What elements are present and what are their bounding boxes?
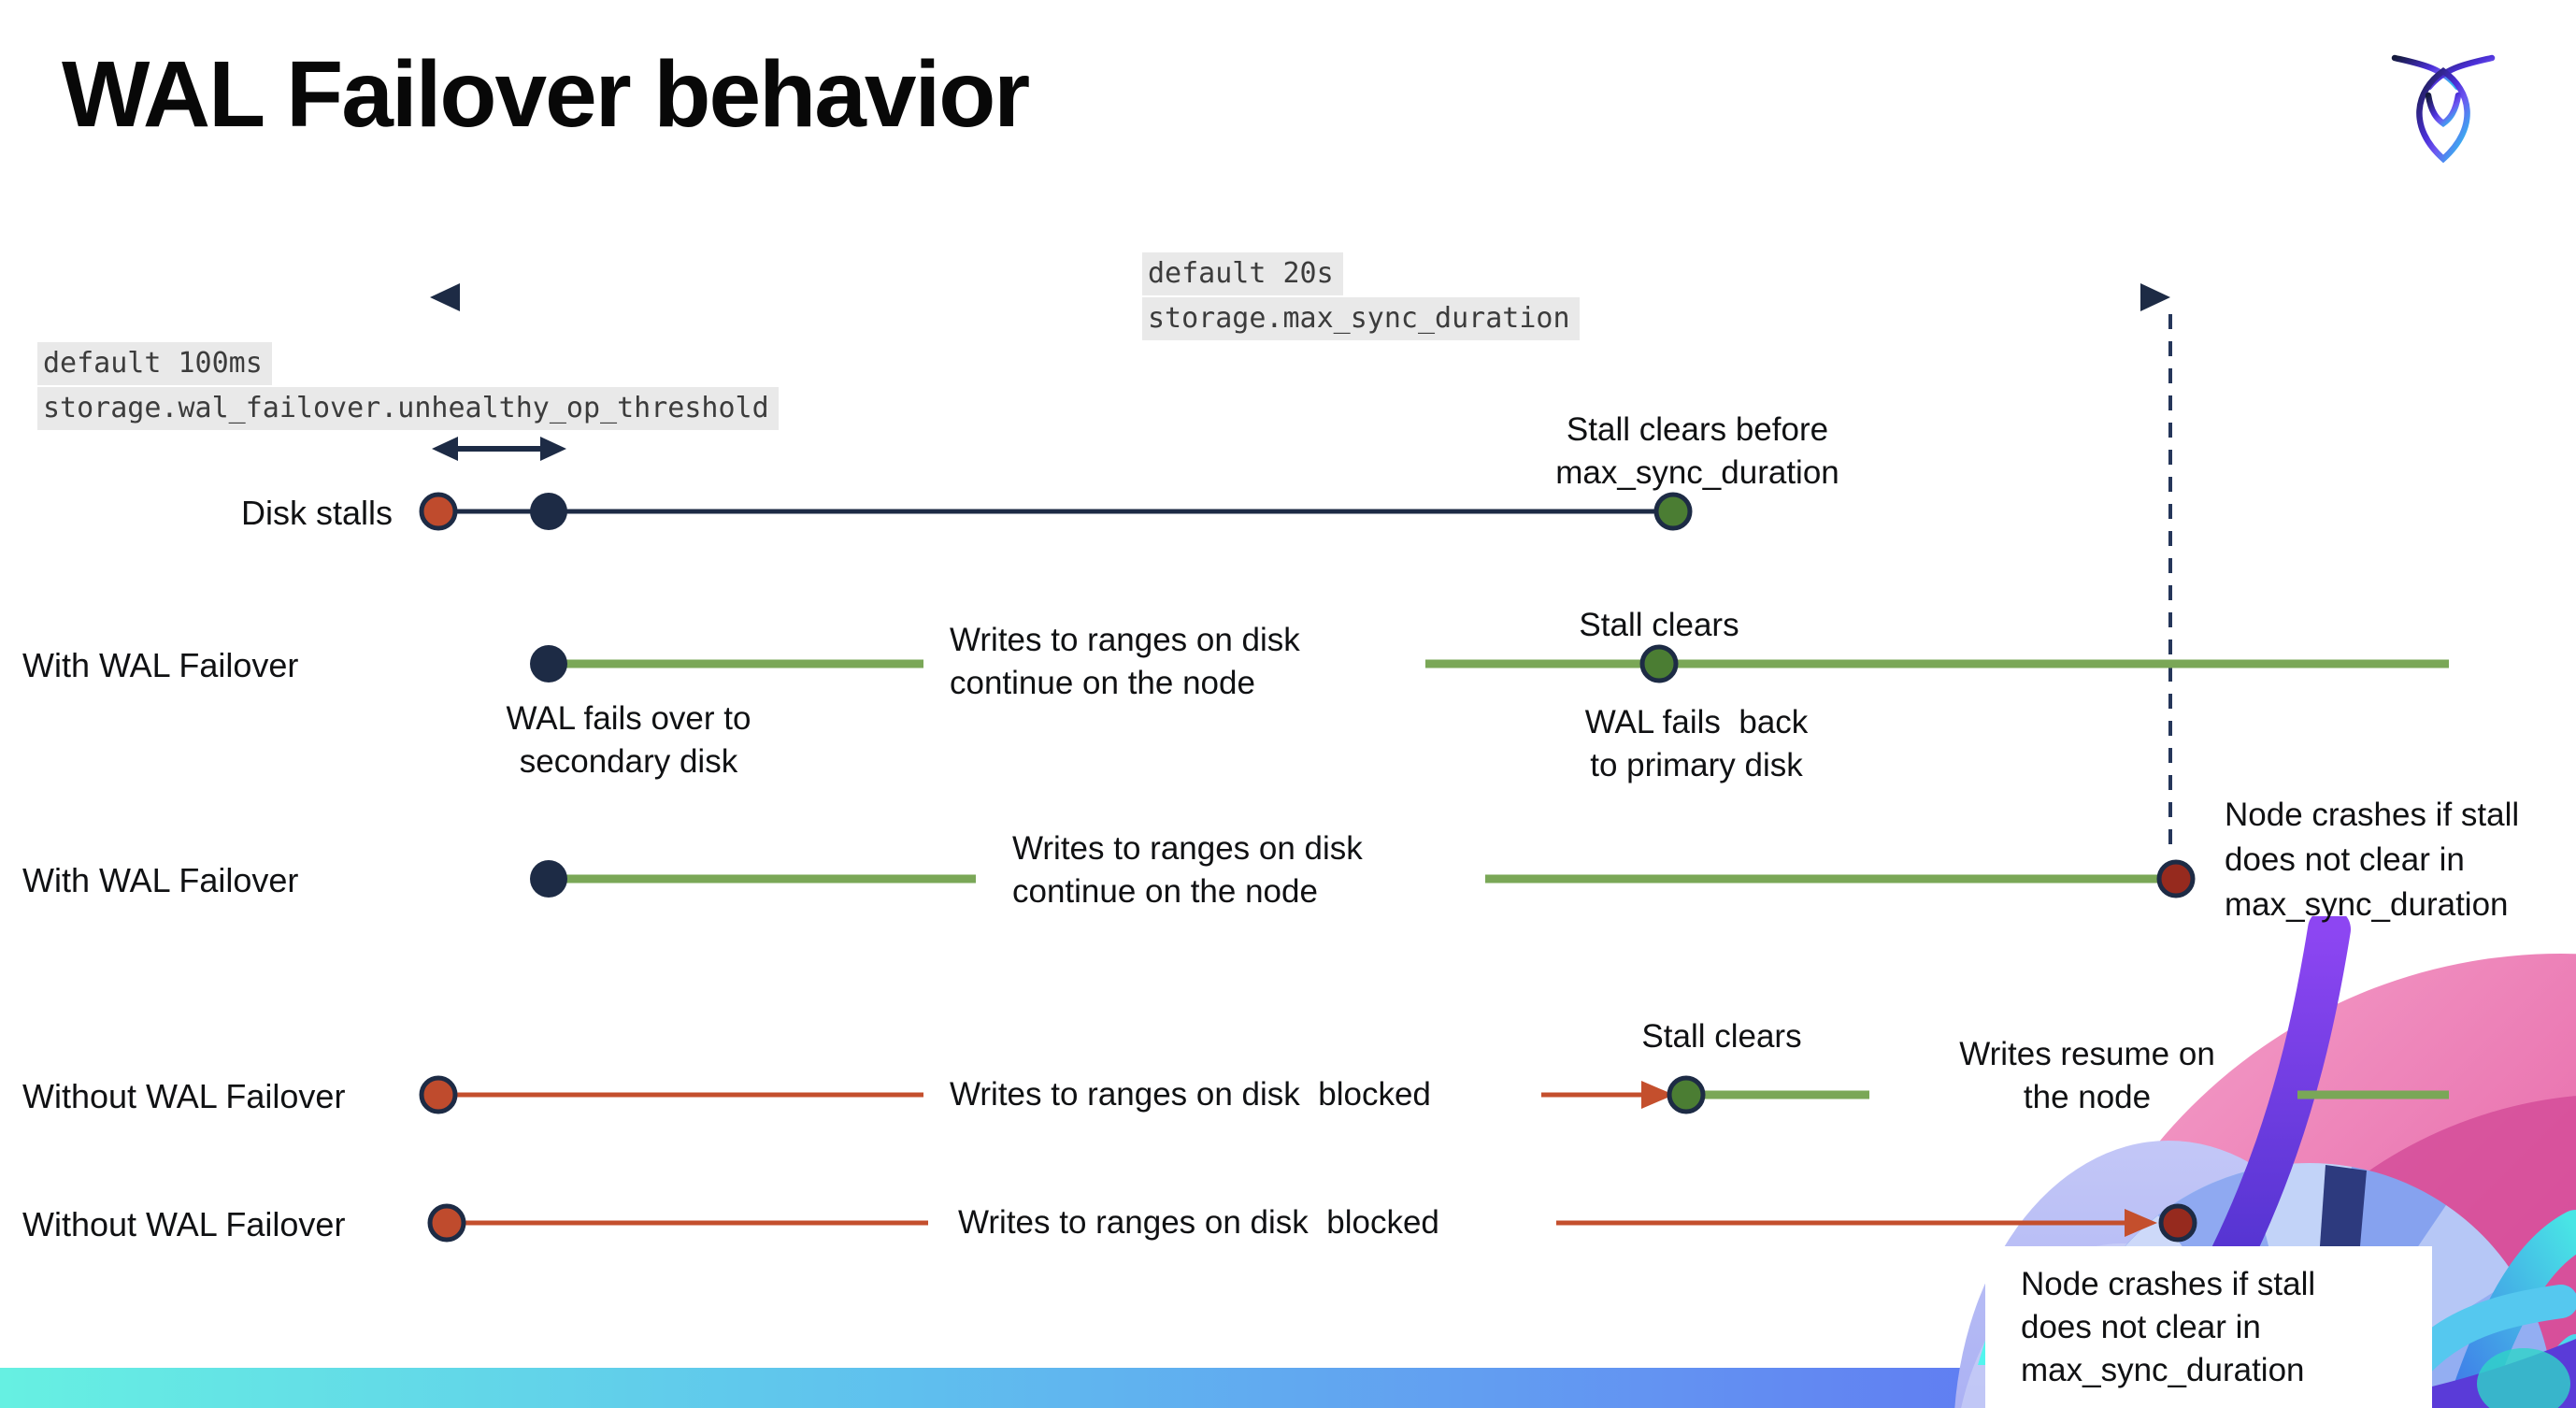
timeline-row-with-failover-clears [530, 644, 2449, 683]
threshold-dot [530, 493, 567, 530]
stall-start-dot [419, 492, 458, 531]
failover-dot [530, 645, 567, 682]
row-label-with-wal-failover-1: With WAL Failover [22, 646, 299, 684]
timeline-row-without-failover-clears [419, 1075, 2449, 1114]
row-label-without-wal-failover-1: Without WAL Failover [22, 1077, 346, 1115]
setting-name: storage.wal_failover.unhealthy_op_thresh… [37, 387, 779, 430]
stall-start-dot [419, 1075, 458, 1114]
arrowhead-right [2140, 283, 2170, 311]
arrowhead-left [430, 283, 460, 311]
unhealthy-op-threshold-setting-label: default 100ms storage.wal_failover.unhea… [37, 342, 779, 432]
annotation-writes-blocked-row5: Writes to ranges on disk blocked [958, 1204, 1439, 1241]
annotation-stall-clears-row2: Stall clears [1579, 607, 1739, 643]
annotation-stall-clears-before-max: Stall clears before max_sync_duration [1555, 411, 1839, 491]
timeline-row-with-failover-crash [530, 859, 2196, 898]
logo-inner-y [2425, 92, 2462, 127]
stall-clears-dot [1667, 1075, 1706, 1114]
annotation-stall-clears-row4: Stall clears [1641, 1018, 1802, 1055]
stall-clears-dot [1639, 644, 1679, 683]
setting-default-value: default 20s [1142, 252, 1343, 295]
art-teal-blob [2477, 1348, 2570, 1408]
node-crash-dot [2158, 1203, 2197, 1243]
node-crash-dot [2156, 859, 2196, 898]
annotation-wal-fails-back: WAL fails back to primary disk [1584, 704, 1809, 783]
timeline-row-without-failover-crash [427, 1203, 2197, 1243]
annotation-writes-continue-row2: Writes to ranges on disk continue on the… [950, 622, 1300, 701]
annotation-writes-continue-row3: Writes to ranges on disk continue on the… [1012, 830, 1363, 910]
timeline-row-disk-stalls [419, 492, 1693, 531]
page-title: WAL Failover behavior [62, 42, 1030, 147]
unhealthy-op-threshold-arrow [432, 437, 566, 461]
failover-dot [530, 860, 567, 898]
arrowhead-left [432, 437, 458, 461]
row-label-with-wal-failover-2: With WAL Failover [22, 861, 299, 899]
node-crashes-callout-box: Node crashes if stall does not clear in … [1985, 1246, 2432, 1408]
max-sync-duration-setting-label: default 20s storage.max_sync_duration [1142, 252, 1580, 342]
annotation-node-crashes-row5: Node crashes if stall does not clear in … [2021, 1266, 2316, 1388]
row-label-without-wal-failover-2: Without WAL Failover [22, 1205, 346, 1243]
logo-body [2416, 67, 2470, 164]
red-arrowhead [1641, 1081, 1674, 1109]
annotation-node-crashes-row3: Node crashes if stall does not clear in … [2225, 797, 2520, 923]
annotation-writes-resume: Writes resume on the node [1959, 1036, 2215, 1115]
row-label-disk-stalls: Disk stalls [240, 494, 393, 532]
stall-clears-dot [1653, 492, 1693, 531]
annotation-writes-blocked-row4: Writes to ranges on disk blocked [950, 1076, 1431, 1113]
annotation-wal-fails-over: WAL fails over to secondary disk [506, 700, 751, 780]
red-arrowhead [2125, 1209, 2157, 1237]
arrowhead-right [540, 437, 566, 461]
setting-name: storage.max_sync_duration [1142, 297, 1580, 340]
setting-default-value: default 100ms [37, 342, 272, 385]
stall-start-dot [427, 1203, 466, 1243]
cockroachdb-logo-icon [2391, 54, 2496, 164]
